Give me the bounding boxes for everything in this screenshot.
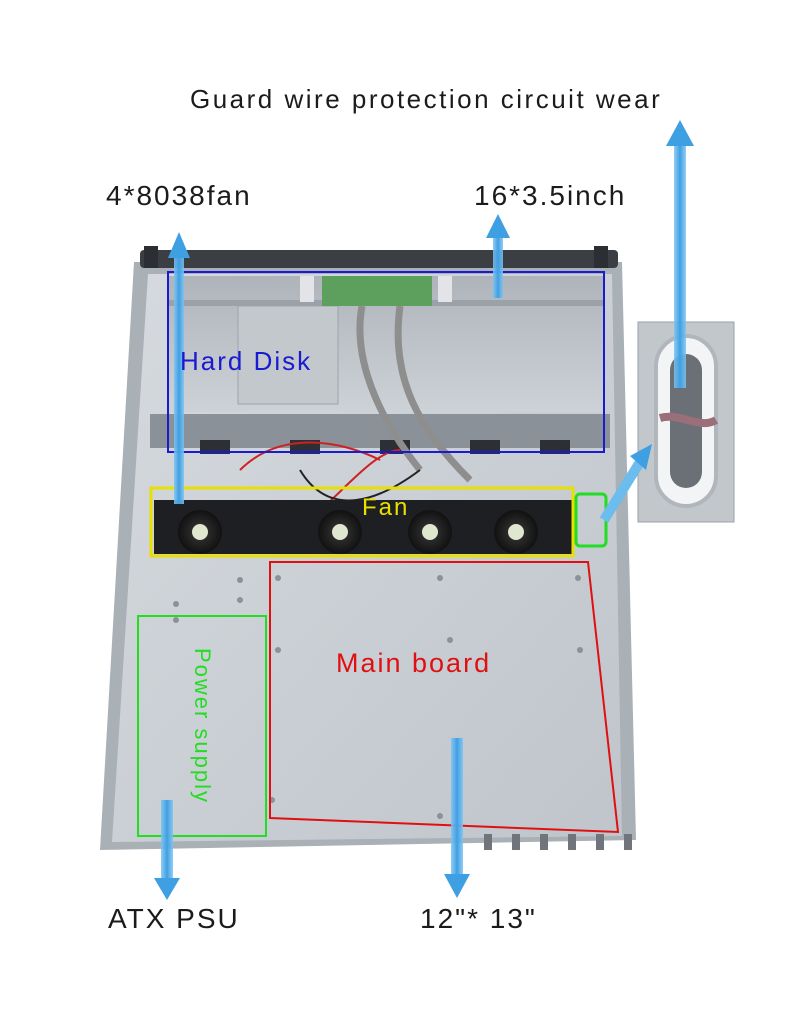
fan-unit xyxy=(494,510,538,554)
guard-wire-callout: Guard wire protection circuit wear xyxy=(190,84,663,114)
arrow-fans xyxy=(168,232,190,504)
power-supply-zone-outline xyxy=(137,615,267,837)
backplane-board xyxy=(322,276,432,306)
arrow-guard-wire xyxy=(666,120,694,388)
arrow-mainboard xyxy=(444,738,470,898)
psu-callout: ATX PSU xyxy=(108,903,240,934)
drive-bays-callout: 16*3.5inch xyxy=(474,180,627,211)
fan-unit xyxy=(178,510,222,554)
fan-row xyxy=(154,500,574,554)
fan-label: Fan xyxy=(362,494,410,521)
main-board-label: Main board xyxy=(336,648,492,678)
mainboard-tray xyxy=(173,575,583,819)
power-supply-label: Power supply xyxy=(190,647,216,805)
main-board-zone-outline xyxy=(269,561,620,834)
arrow-drive-bays xyxy=(486,214,510,298)
fan-unit xyxy=(318,510,362,554)
arrow-guard-wire-detail xyxy=(599,444,652,523)
fan-unit xyxy=(408,510,452,554)
rear-ports xyxy=(484,834,632,850)
fans-callout: 4*8038fan xyxy=(106,180,252,211)
hard-disk-bay xyxy=(150,276,610,454)
hard-disk-label: Hard Disk xyxy=(180,346,313,376)
fan-zone-outline xyxy=(149,486,575,558)
hard-disk-zone-outline xyxy=(167,271,605,453)
mainboard-size-callout: 12"* 13" xyxy=(420,903,537,934)
arrow-psu xyxy=(154,800,180,900)
